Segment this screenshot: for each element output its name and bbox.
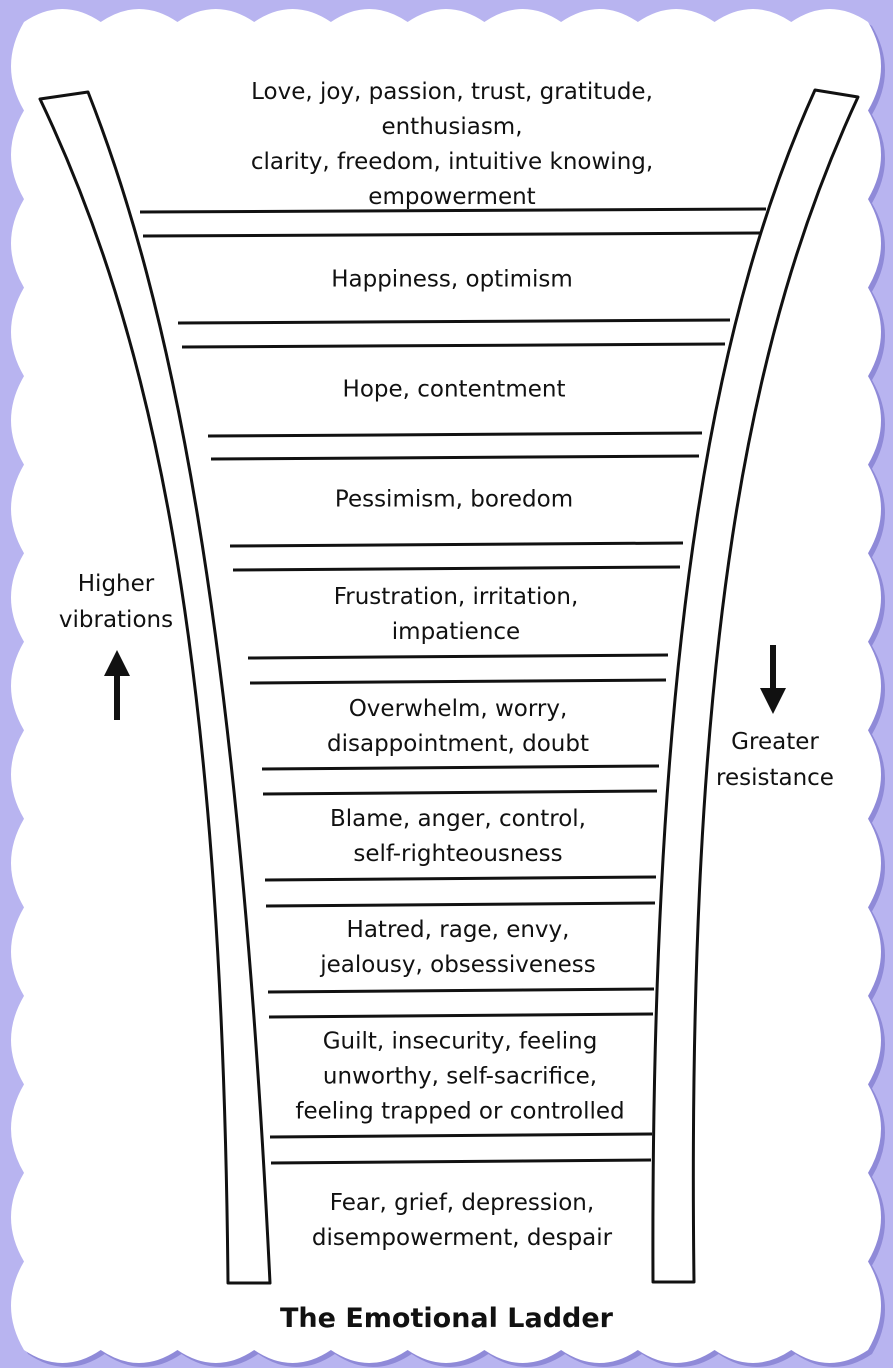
rung-6-lower-line	[262, 789, 658, 796]
rung-label-4: Pessimism, boredom	[334, 486, 574, 513]
rung-label-7: Blame, anger, control, self-righteousnes…	[330, 806, 586, 867]
rung-label-6: Overwhelm, worry, disappointment, doubt	[327, 696, 589, 757]
greater-resistance-label: Greater resistance	[716, 729, 834, 791]
rung-8-lower-line	[268, 1012, 654, 1019]
rung-9-lower-line	[270, 1158, 652, 1165]
rung-7-upper-line	[264, 875, 657, 882]
rung-4-upper-line	[229, 541, 684, 548]
rung-label-5: Frustration, irritation, impatience	[333, 584, 579, 645]
rung-2-upper-line	[177, 318, 731, 325]
rung-label-9: Guilt, insecurity, feeling unworthy, sel…	[295, 1028, 625, 1125]
rung-label-1: Love, joy, passion, trust, gratitude, en…	[250, 79, 654, 210]
rung-1-lower-line	[142, 231, 761, 238]
ladder-right-rail	[651, 88, 860, 1284]
rung-9-upper-line	[269, 1132, 653, 1139]
rung-3-lower-line	[210, 454, 700, 461]
rung-7-lower-line	[265, 901, 656, 908]
figure-caption: The Emotional Ladder	[280, 1303, 613, 1334]
arrow-down-icon	[760, 645, 786, 714]
rung-label-3: Hope, contentment	[342, 376, 566, 403]
rung-8-upper-line	[267, 987, 655, 994]
rung-label-8: Hatred, rage, envy, jealousy, obsessiven…	[320, 917, 596, 978]
rung-5-upper-line	[247, 653, 669, 660]
rung-4-lower-line	[232, 565, 681, 572]
arrow-up-icon	[104, 650, 130, 720]
ladder-left-rail	[38, 90, 272, 1285]
rung-5-lower-line	[249, 678, 667, 685]
rung-label-10: Fear, grief, depression, disempowerment,…	[311, 1190, 613, 1251]
rung-3-upper-line	[207, 431, 703, 438]
rung-1-upper-line	[139, 207, 767, 214]
rung-label-2: Happiness, optimism	[331, 266, 573, 293]
rung-6-upper-line	[261, 764, 660, 771]
higher-vibrations-label: Higher vibrations	[58, 571, 174, 633]
rung-2-lower-line	[181, 342, 726, 349]
